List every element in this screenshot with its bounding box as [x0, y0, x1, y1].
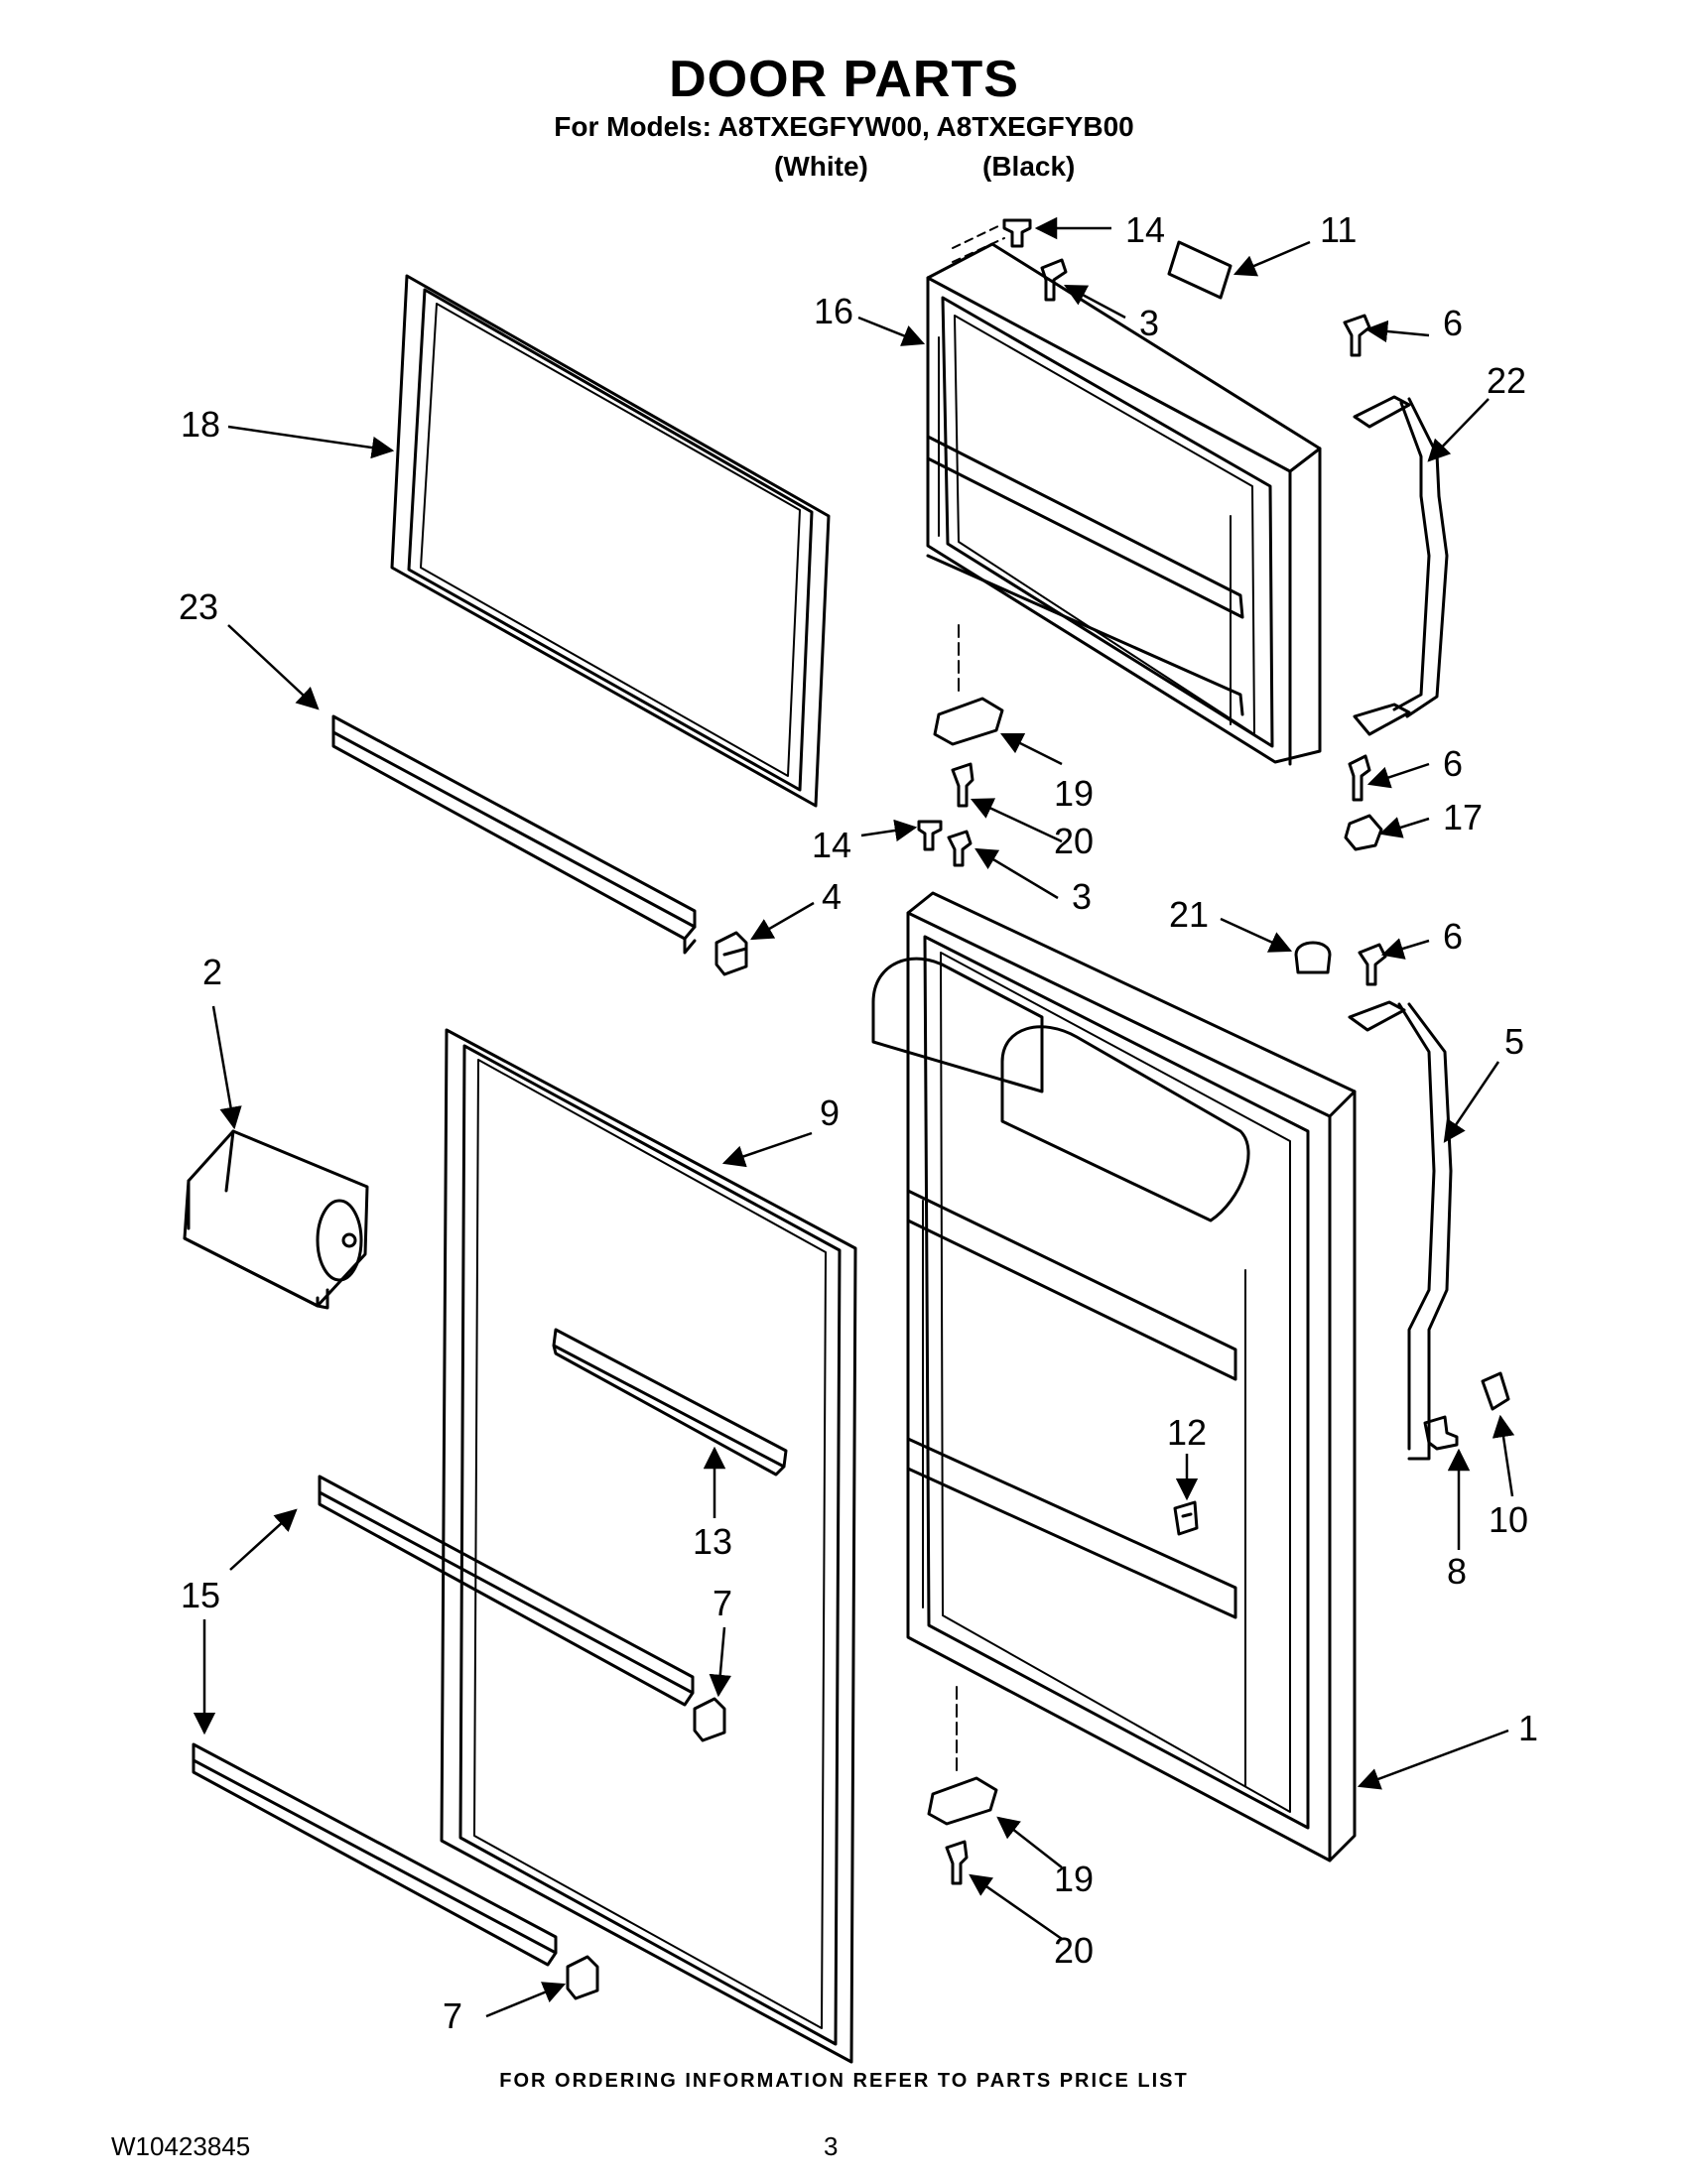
fresh-food-handle-drawing: [1348, 943, 1453, 1461]
freezer-door-drawing: [926, 223, 1322, 766]
freezer-gasket-drawing: [390, 274, 831, 808]
page-title: DOOR PARTS: [669, 51, 1019, 108]
callout-labels: 14 11 16 3 6 22 18 23 19 6 20 17 14 3 4 …: [179, 209, 1538, 2036]
callout-7: 7: [443, 1995, 462, 2036]
callout-5: 5: [1504, 1021, 1524, 1062]
document-number: W10423845: [111, 2131, 251, 2161]
freezer-trim-drawing: [331, 714, 697, 955]
lower-trims-drawing: [192, 1475, 695, 1967]
ordering-note: FOR ORDERING INFORMATION REFER TO PARTS …: [499, 2070, 1189, 2092]
door-stop-drawing: [1173, 1500, 1199, 1536]
callout-20: 20: [1054, 1930, 1094, 1971]
hinge-bottom-drawing: [927, 1686, 998, 1885]
callout-6: 6: [1443, 303, 1463, 343]
dairy-bin-drawing: [183, 1129, 369, 1310]
callout-17: 17: [1443, 797, 1483, 837]
callout-2: 2: [202, 952, 222, 992]
plug-drawing: [1294, 941, 1332, 974]
callout-19: 19: [1054, 1859, 1094, 1899]
callout-4: 4: [822, 876, 842, 917]
pin-and-screw-mid-drawing: [917, 820, 973, 867]
callout-7: 7: [713, 1583, 732, 1623]
callout-16: 16: [814, 291, 853, 331]
callout-22: 22: [1487, 360, 1526, 401]
callout-20: 20: [1054, 821, 1094, 861]
label-drawing: [1167, 240, 1233, 300]
callout-18: 18: [181, 404, 220, 445]
trim-caps-drawing: [566, 1697, 726, 2000]
callout-6: 6: [1443, 916, 1463, 957]
callout-23: 23: [179, 586, 218, 627]
variant-black: (Black): [982, 151, 1076, 182]
callout-11: 11: [1320, 209, 1357, 250]
callout-3: 3: [1072, 876, 1092, 917]
callout-6: 6: [1443, 743, 1463, 784]
freezer-handle-drawing: [1353, 395, 1449, 736]
trim-cap-top-drawing: [714, 931, 748, 976]
handle-mount-drawing: [1423, 1371, 1510, 1451]
variant-white: (White): [774, 151, 868, 182]
callout-14: 14: [812, 825, 851, 865]
fresh-food-door-drawing: [871, 891, 1357, 1863]
page-number: 3: [824, 2131, 839, 2161]
leader-lines: [193, 216, 1515, 2018]
callout-10: 10: [1489, 1499, 1528, 1540]
fresh-food-gasket-drawing: [440, 1028, 857, 2064]
callout-8: 8: [1447, 1551, 1467, 1592]
callout-21: 21: [1169, 894, 1209, 935]
pin-and-screw-top-drawing: [1002, 218, 1068, 302]
callout-12: 12: [1167, 1412, 1207, 1453]
callout-3: 3: [1139, 303, 1159, 343]
callout-14: 14: [1125, 209, 1165, 250]
callout-1: 1: [1518, 1708, 1538, 1748]
hinge-top-drawing: [933, 624, 1004, 808]
callout-9: 9: [820, 1092, 840, 1133]
inner-trim-drawing: [552, 1328, 788, 1477]
models-line: For Models: A8TXEGFYW00, A8TXEGFYB00: [554, 111, 1134, 142]
callout-13: 13: [693, 1521, 732, 1562]
callout-19: 19: [1054, 773, 1094, 814]
callout-15: 15: [181, 1575, 220, 1615]
screws-freezer-drawing: [1343, 314, 1383, 851]
